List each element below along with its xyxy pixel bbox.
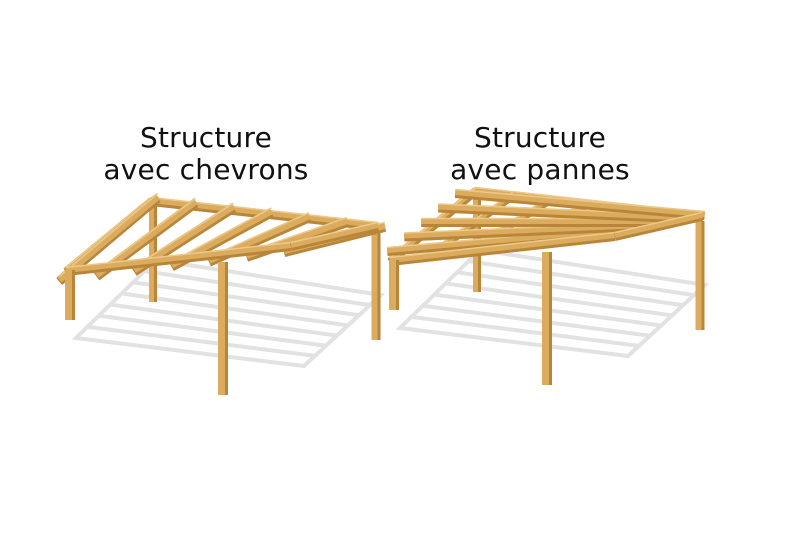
pergola-pannes-post-front-left-face <box>389 260 399 310</box>
caption-chevrons-line2: avec chevrons <box>103 153 309 186</box>
pergola-pannes-beam-right-top <box>614 212 703 238</box>
pergola-chevrons-post-front-mid-edge <box>225 262 228 395</box>
pergola-pannes-shadow-bar <box>422 303 651 338</box>
caption-chevrons: Structure avec chevrons <box>56 122 356 186</box>
pergola-pannes-beam-front-top <box>389 232 616 263</box>
pergola-chevrons-shadow-bar <box>121 291 349 328</box>
pergola-chevrons-post-back-left <box>149 202 157 302</box>
pergola-pannes-shadow-bar <box>456 270 684 308</box>
pergola-chevrons-post-back-right-face <box>371 231 381 340</box>
pergola-pannes-shadow-bar <box>468 259 695 298</box>
pergola-chevrons-rafter-highlight <box>171 207 272 263</box>
pergola-pannes-beam-right-highlight <box>614 211 703 234</box>
pergola-pannes-post-front-mid-edge <box>549 252 552 385</box>
caption-pannes-line2: avec pannes <box>450 153 630 186</box>
pergola-chevrons-beam-right <box>290 221 379 251</box>
pergola-chevrons-post-back-left-edge <box>154 202 157 302</box>
pergola-chevrons-post-front-left-face <box>65 270 75 320</box>
pergola-chevrons-beam-front-top <box>65 242 292 273</box>
pergola-chevrons-shadow-bar <box>98 313 327 348</box>
pergola-chevrons-post-front-left-edge <box>72 270 75 320</box>
pergola-chevrons-post-front-left <box>65 270 75 320</box>
pergola-pannes-beam-front-highlight <box>389 231 616 259</box>
pergola-chevrons-post-front-mid-face <box>218 262 228 395</box>
pergola-chevrons-rafter-highlight <box>96 197 197 273</box>
pergola-chevrons-illustration <box>56 192 387 395</box>
caption-pannes: Structure avec pannes <box>390 122 690 186</box>
pergola-chevrons-post-back-left-face <box>149 202 157 302</box>
pergola-chevrons-post-front-mid <box>218 262 228 395</box>
pergola-chevrons-rafter-highlight <box>133 202 234 268</box>
pergola-pannes-purlin-top <box>454 189 705 217</box>
pergola-chevrons-beam-left-highlight <box>65 196 152 269</box>
pergola-pannes-purlin <box>454 188 705 220</box>
pergola-pannes-post-back-right-face <box>695 221 705 330</box>
pergola-pannes-purlin-highlight <box>455 188 705 213</box>
pergola-chevrons-beam-back-highlight <box>150 196 379 224</box>
pergola-pannes-post-front-mid <box>542 252 552 385</box>
pergola-pannes-post-front-left <box>389 260 399 310</box>
pergola-chevrons-rafter-highlight <box>58 192 159 278</box>
pergola-chevrons-shadow-bar <box>144 269 371 308</box>
pergola-pannes-post-front-mid-face <box>542 252 552 385</box>
pergola-pannes-beam-right <box>614 211 703 241</box>
caption-pannes-line1: Structure <box>473 121 607 154</box>
pergola-pannes-illustration <box>386 186 710 385</box>
pergola-pannes-shadow-bar <box>411 314 640 348</box>
pergola-chevrons-shadow <box>71 257 386 369</box>
pergola-pannes-post-back-right-edge <box>701 221 705 330</box>
caption-chevrons-line1: Structure <box>139 121 273 154</box>
pergola-pannes-shadow <box>395 247 710 359</box>
pergola-pannes-post-back-right <box>695 221 705 330</box>
pergola-chevrons-beam-front-highlight <box>65 241 292 269</box>
pergola-chevrons-shadow-bar <box>87 324 316 358</box>
pergola-chevrons-post-back-right <box>371 231 381 340</box>
pergola-chevrons-beam-right-top <box>290 222 379 248</box>
pergola-chevrons-beam-front <box>65 241 292 276</box>
pergola-pannes-shadow-bar <box>445 281 673 318</box>
pergola-chevrons-beam-right-highlight <box>290 221 379 244</box>
pergola-chevrons-post-back-right-edge <box>377 231 381 340</box>
pergola-pannes-purlin-top <box>438 203 688 221</box>
pergola-chevrons-shadow-bar <box>132 280 360 318</box>
pergola-pannes-post-front-left-edge <box>396 260 399 310</box>
pergola-pannes-beam-front <box>389 231 616 266</box>
